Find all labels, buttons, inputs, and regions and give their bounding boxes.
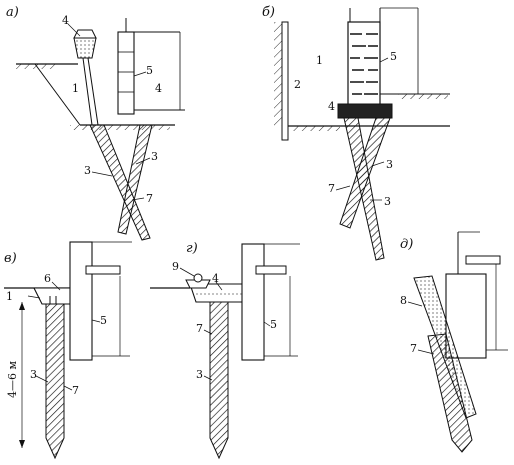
- grillage-beam: [337, 103, 393, 119]
- panel-g-label: г): [186, 241, 198, 256]
- depth-label: 4—6 м: [6, 361, 19, 398]
- callout-b-5: 5: [390, 50, 397, 63]
- pile-v: [45, 303, 65, 460]
- panel-d-label: д): [400, 237, 413, 252]
- callout-b-1: 1: [316, 54, 323, 67]
- pile-a-right: [117, 124, 153, 235]
- pile-b-right: [339, 117, 391, 229]
- masonry-wall: [347, 21, 381, 113]
- panel-b: б) 2 1 5 4 3 7 3: [262, 5, 450, 261]
- callout-a-4: 4: [62, 14, 69, 27]
- callout-g-7: 7: [196, 322, 203, 335]
- callout-a-1: 1: [72, 82, 79, 95]
- sheet-wall: [281, 21, 289, 141]
- callout-a-3b: 3: [151, 150, 158, 163]
- callout-g-9: 9: [172, 260, 179, 273]
- callout-g-5: 5: [270, 318, 277, 331]
- callout-a-5: 5: [146, 64, 153, 77]
- foundation-wall-g: [241, 243, 265, 361]
- callout-d-8: 8: [400, 294, 407, 307]
- callout-b-4: 4: [328, 100, 335, 113]
- callout-v-1: 1: [6, 290, 13, 303]
- foundation-wall-a: [117, 31, 135, 115]
- callout-b-3b: 3: [384, 195, 391, 208]
- panel-g: г) 9 4 7 5 3: [150, 241, 300, 460]
- panel-v-label: в): [4, 251, 17, 266]
- callout-b-2: 2: [294, 78, 301, 91]
- callout-a-7: 7: [146, 192, 153, 205]
- callout-v-6: 6: [44, 272, 51, 285]
- pile-d: [427, 333, 473, 453]
- callout-g-4: 4: [212, 272, 219, 285]
- callout-a-4b: 4: [155, 82, 162, 95]
- callout-g-3: 3: [196, 368, 203, 381]
- pile-g: [209, 301, 229, 460]
- callout-b-3: 3: [386, 158, 393, 171]
- callout-a-3: 3: [84, 164, 91, 177]
- callout-v-7: 7: [72, 384, 79, 397]
- panel-v: в) 4—6 м 1 6 5 3 7: [4, 241, 132, 460]
- panel-a: а) 4 5 1 4 3 3 7: [6, 5, 185, 241]
- foundation-wall-v: [69, 241, 93, 361]
- callout-v-3: 3: [30, 368, 37, 381]
- callout-b-7: 7: [328, 182, 335, 195]
- panel-b-label: б): [262, 5, 275, 20]
- callout-d-7: 7: [410, 342, 417, 355]
- callout-v-5: 5: [100, 314, 107, 327]
- concrete-hopper: [73, 37, 97, 59]
- panel-d: д) 8 7: [400, 231, 508, 453]
- panel-a-label: а): [6, 5, 19, 20]
